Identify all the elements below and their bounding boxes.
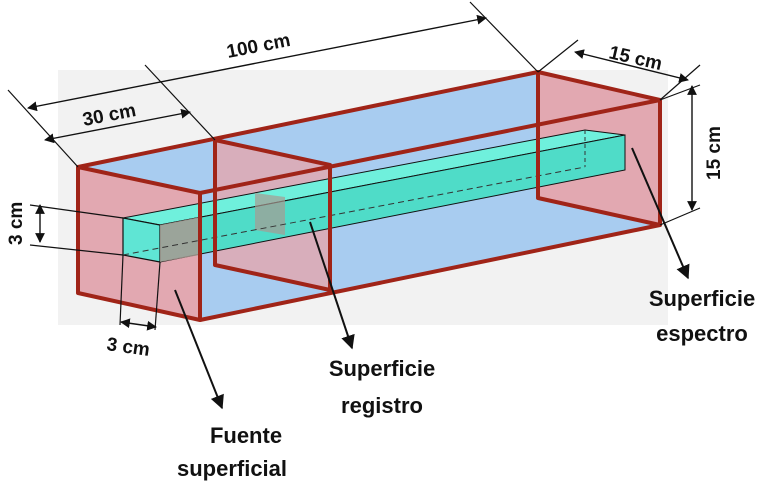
record-leader bbox=[309, 221, 355, 350]
spectrum-label-line1: Superficie bbox=[649, 286, 755, 311]
bar-height-label: 3 cm bbox=[6, 202, 27, 245]
source-label-line1: Fuente bbox=[210, 423, 282, 448]
section-dimension-arrow bbox=[44, 108, 191, 144]
length-dimension-arrow bbox=[27, 14, 487, 112]
record-label-line1: Superficie bbox=[329, 356, 435, 381]
dimension-arrows bbox=[27, 14, 697, 331]
bar-end-face bbox=[122, 217, 161, 263]
width-dimension-arrow bbox=[574, 49, 689, 83]
source-leader bbox=[174, 289, 224, 410]
source-label-line2: superficial bbox=[177, 456, 287, 481]
bar-width-label: 3 cm bbox=[105, 334, 151, 361]
bar-width-arrow bbox=[120, 318, 157, 331]
bar-record-segment bbox=[255, 193, 285, 235]
bar-hidden-edge bbox=[122, 166, 586, 256]
height-dimension-label: 15 cm bbox=[704, 126, 725, 180]
spectrum-label-line2: espectro bbox=[656, 321, 748, 346]
spectrum-leader bbox=[631, 147, 690, 280]
leader-arrows bbox=[174, 147, 690, 410]
record-label-line2: registro bbox=[341, 393, 423, 418]
bar-source-segment bbox=[160, 217, 200, 262]
